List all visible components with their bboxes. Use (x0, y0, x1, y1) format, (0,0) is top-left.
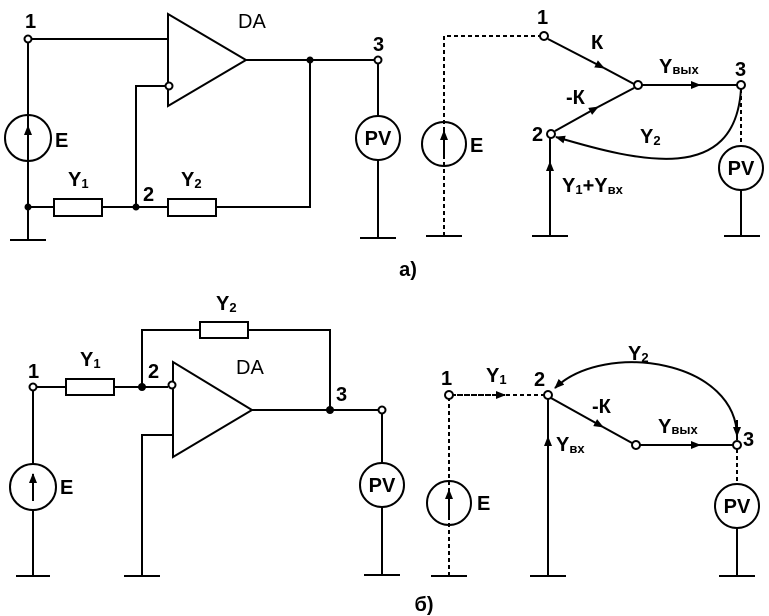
bottom-graph-node-1-label: 1 (441, 368, 452, 390)
top-resistor-y1 (53, 198, 103, 217)
bottom-meter-label: PV (369, 475, 396, 497)
bottom-source-label: E (60, 477, 73, 499)
top-junction (306, 56, 314, 64)
top-branch-minus-k (554, 106, 599, 132)
top-graph-input-sum-label: Y1+Yвх (562, 175, 624, 197)
top-graph-source-label: E (470, 135, 483, 157)
bottom-graph-y-out-label: Yвых (658, 416, 698, 438)
bottom-graph-source-label: E (477, 493, 490, 515)
top-graph-dashed-source-path (443, 35, 540, 236)
top-graph-node-2-label: 2 (532, 124, 543, 146)
bottom-branch-minus-k-tail (602, 426, 633, 444)
top-caption: а) (399, 259, 417, 281)
top-y2-label: Y2 (181, 169, 202, 191)
bottom-branch-minus-k (550, 397, 604, 428)
bottom-graph-y2-label: Y2 (628, 343, 649, 365)
bottom-signal-graph: 1 2 3 Y1 Y2 -К Yвых Yвх E PV (426, 343, 760, 577)
top-opamp-triangle (167, 12, 248, 108)
top-junction (24, 203, 32, 211)
bottom-terminal-1 (28, 382, 38, 392)
top-voltmeter-circle (355, 115, 401, 161)
top-y1-label: Y1 (68, 169, 89, 191)
bottom-amp-label: DA (236, 357, 264, 379)
bottom-resistor-y1 (65, 378, 115, 396)
top-graph-gain-minus-k-label: -К (566, 87, 586, 109)
top-terminal-3 (373, 55, 383, 65)
top-schematic: 1 2 3 DA E PV Y1 Y2 (4, 11, 401, 241)
bottom-graph-ground-lines (431, 528, 755, 577)
top-branch-k-tail (603, 67, 635, 85)
bottom-node-3-label: 3 (336, 384, 347, 406)
bottom-source-e-circle (9, 463, 57, 511)
top-terminal-1 (23, 34, 33, 44)
bottom-graph-node-1 (444, 390, 454, 400)
bottom-terminal-3 (377, 405, 387, 415)
bottom-graph-meter-label: PV (724, 496, 751, 518)
top-graph-node-sum (633, 80, 643, 90)
bottom-schematic-wires (16, 329, 400, 577)
bottom-junction (138, 383, 146, 391)
bottom-graph-node-3-label: 3 (743, 429, 754, 451)
top-graph-gain-k-label: К (591, 32, 604, 54)
top-node-1-label: 1 (25, 11, 36, 33)
top-graph-node-1-label: 1 (537, 7, 548, 29)
top-amp-label: DA (238, 11, 266, 33)
bottom-graph-node-2-label: 2 (534, 369, 545, 391)
bottom-branch-y2-forward (554, 361, 739, 441)
top-node-3-label: 3 (373, 34, 384, 56)
top-graph-source-circle (421, 121, 467, 167)
top-graph-node-2 (546, 129, 556, 139)
bottom-opamp-triangle (172, 360, 254, 459)
top-branch-y2-feedback (555, 88, 742, 160)
bottom-graph-node-2 (543, 390, 553, 400)
bottom-graph-y-in-label: Yвх (556, 434, 585, 456)
top-signal-graph: 1 2 3 К -К Yвых Y2 Y1+Yвх E PV (421, 7, 764, 237)
top-source-label: E (55, 130, 68, 152)
top-graph-meter-label: PV (728, 158, 755, 180)
bottom-resistor-y2 (199, 321, 249, 339)
bottom-node-2-label: 2 (148, 361, 159, 383)
bottom-junction (326, 406, 334, 414)
top-graph-node-1 (539, 31, 549, 41)
bottom-graph-node-3 (732, 440, 742, 450)
top-junction (132, 203, 140, 211)
top-graph-y2-label: Y2 (640, 126, 661, 148)
top-graph-meter-circle (718, 145, 764, 191)
top-graph-y-out-label: Yвых (659, 56, 699, 78)
top-graph-node-3-label: 3 (735, 59, 746, 81)
bottom-y2-label: Y2 (216, 293, 237, 315)
top-branch-k (547, 38, 605, 69)
bottom-caption: б) (414, 594, 433, 616)
bottom-node-1-label: 1 (28, 361, 39, 383)
bottom-y1-label: Y1 (80, 349, 101, 371)
top-source-e-circle (4, 114, 52, 162)
bottom-graph-y1-label: Y1 (486, 365, 507, 387)
bottom-graph-node-sum (631, 440, 641, 450)
top-meter-label: PV (365, 128, 392, 150)
top-graph-node-3 (736, 80, 746, 90)
bottom-schematic: 1 2 3 DA E PV Y1 Y2 (9, 293, 405, 577)
top-opamp-inverting-input (164, 81, 174, 91)
top-resistor-y2 (167, 198, 217, 217)
bottom-voltmeter-circle (359, 462, 405, 508)
bottom-graph-source-circle (426, 480, 472, 526)
top-node-2-label: 2 (143, 184, 154, 206)
bottom-opamp-inverting-input (167, 380, 177, 390)
bottom-graph-meter-circle (714, 483, 760, 529)
top-branch-minus-k-tail (597, 87, 635, 108)
bottom-graph-gain-minus-k-label: -К (592, 396, 612, 418)
